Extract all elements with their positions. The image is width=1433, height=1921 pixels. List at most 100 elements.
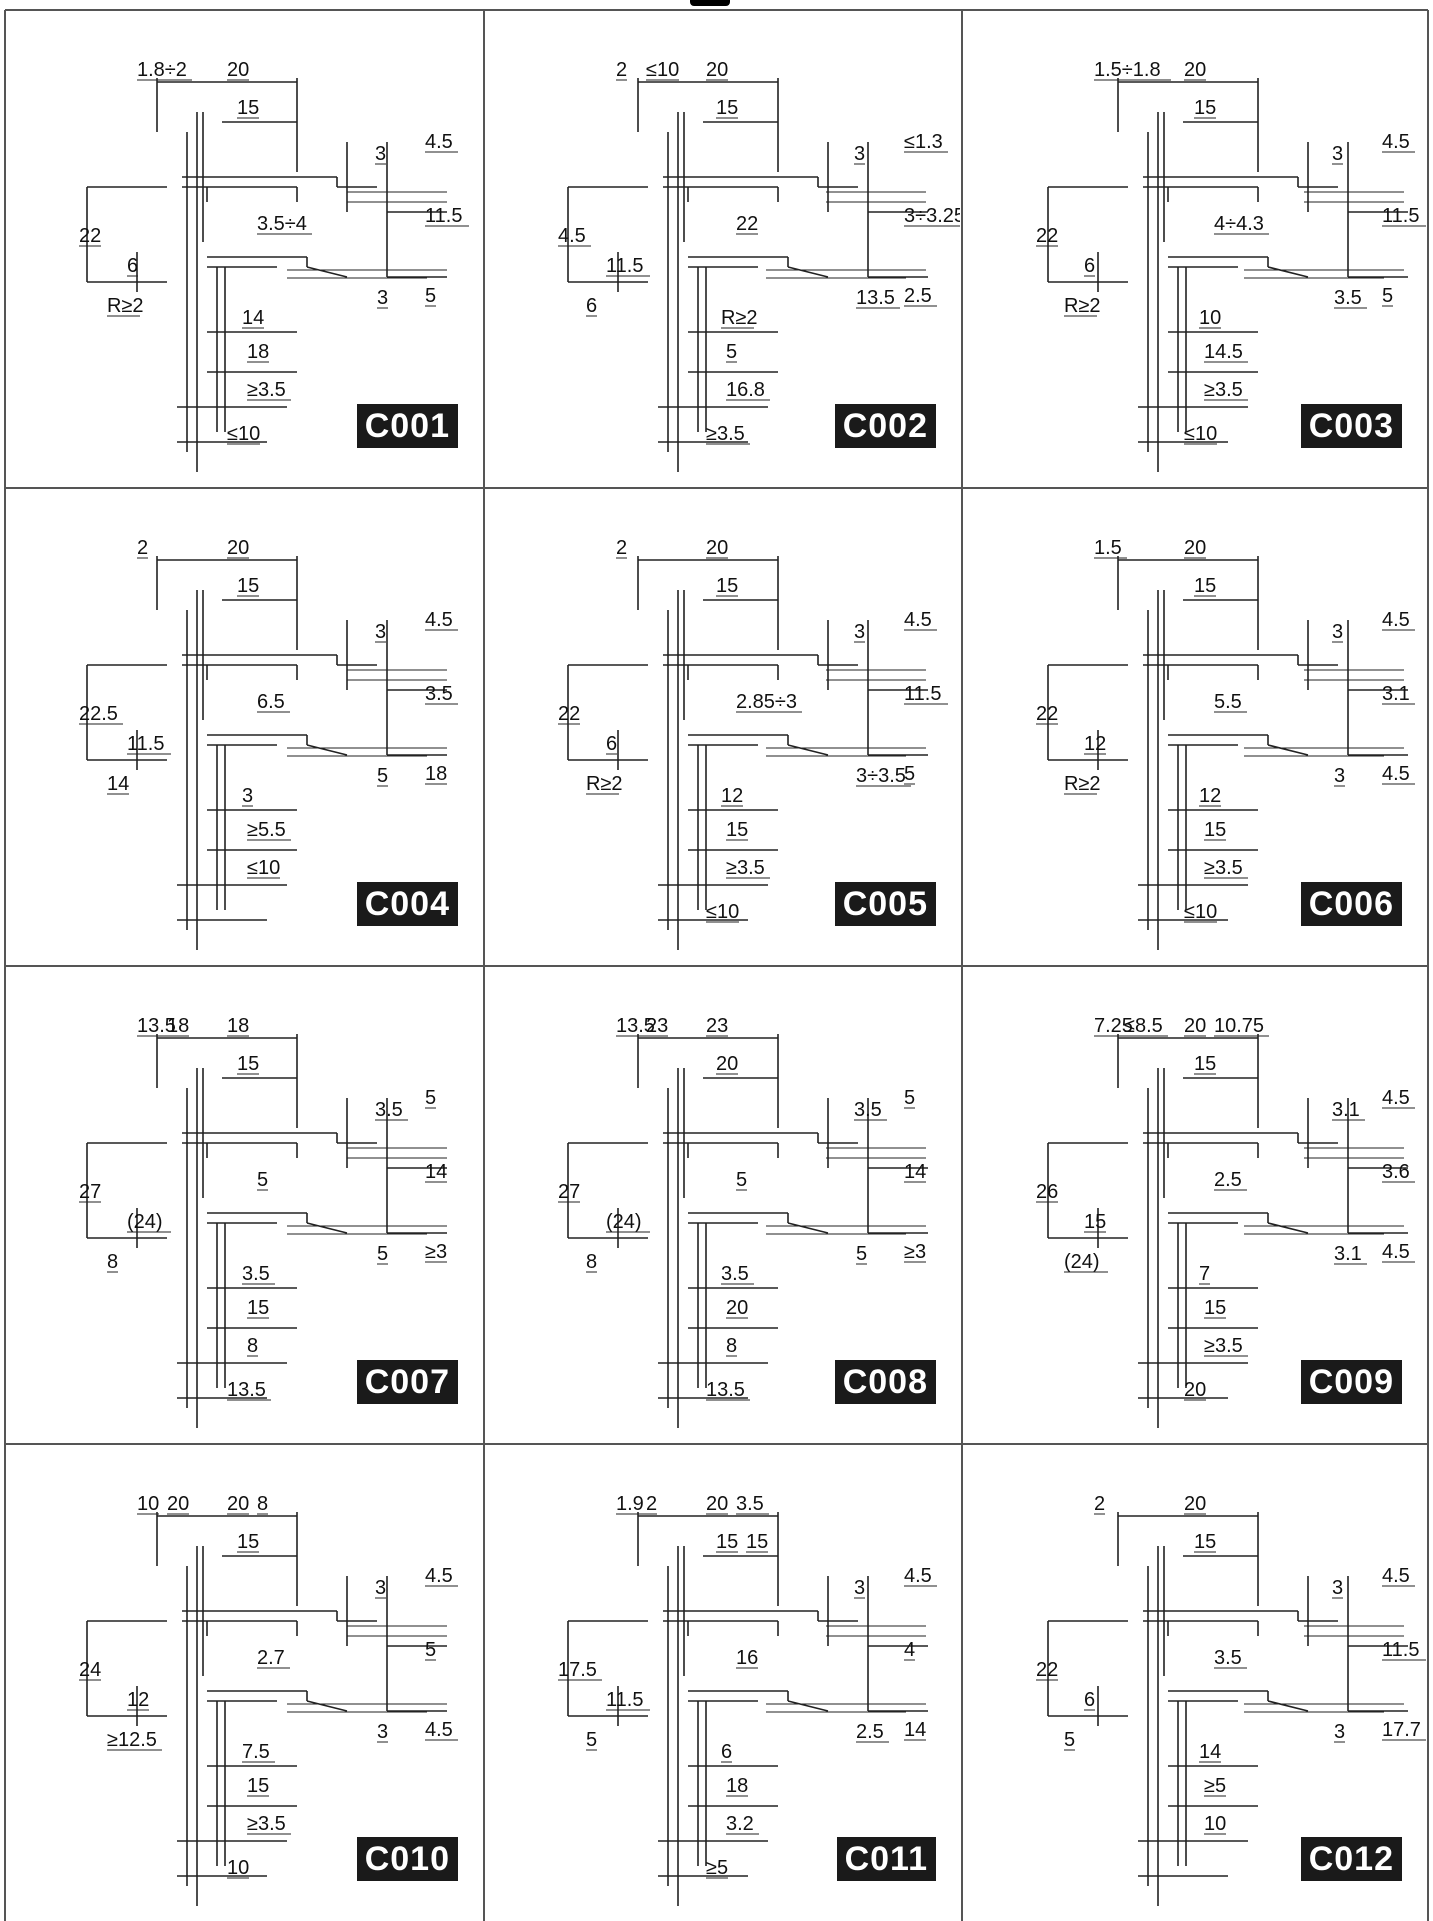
dimension-label: ≥12.5 bbox=[107, 1729, 157, 1751]
dimension-label: R≥2 bbox=[586, 773, 623, 795]
dimension-label: 5 bbox=[904, 763, 915, 785]
dimension-label: 12 bbox=[127, 1689, 149, 1711]
dimension-label: 17.7 bbox=[1382, 1719, 1421, 1741]
dimension-label: 2.7 bbox=[257, 1647, 285, 1669]
dimension-label: 3.1 bbox=[1382, 683, 1410, 705]
dimension-label: 5 bbox=[1382, 285, 1393, 307]
dimension-label: 5 bbox=[377, 765, 388, 787]
dimension-label: 8 bbox=[247, 1335, 258, 1357]
dimension-label: 5 bbox=[425, 1639, 436, 1661]
dimension-label: ≥5.5 bbox=[247, 819, 286, 841]
profile-code-badge: C003 bbox=[1300, 404, 1402, 448]
dimension-label: 4.5 bbox=[1382, 1087, 1410, 1109]
dimension-label: 5 bbox=[1064, 1729, 1075, 1751]
dimension-label: 2.5 bbox=[904, 285, 932, 307]
dimension-label: 5 bbox=[257, 1169, 268, 1191]
dimension-label: 11.5 bbox=[904, 683, 941, 705]
profile-drawing bbox=[86, 1034, 447, 1428]
dimension-label: ≤10 bbox=[706, 901, 739, 923]
profile-drawing bbox=[567, 78, 928, 472]
dimension-label: 4.5 bbox=[904, 1565, 932, 1587]
dimension-label: 18 bbox=[247, 341, 269, 363]
dimension-label: 20 bbox=[1184, 1379, 1206, 1401]
dimension-label: 10 bbox=[1204, 1813, 1226, 1835]
dimension-label: 15 bbox=[1204, 1297, 1226, 1319]
dimension-label: 11.5 bbox=[425, 205, 462, 227]
dimension-label: 3 bbox=[377, 287, 388, 309]
dimension-label: 13.5 bbox=[706, 1379, 745, 1401]
dimension-label: 5 bbox=[736, 1169, 747, 1191]
dimension-label: 4.5 bbox=[425, 1565, 453, 1587]
dimension-label: 1.8÷2 bbox=[137, 59, 187, 81]
dimension-label: 3.1 bbox=[1334, 1243, 1362, 1265]
profile-drawing bbox=[1047, 1034, 1408, 1428]
dimension-label: 3 bbox=[377, 1721, 388, 1743]
profile-drawing bbox=[86, 78, 447, 472]
dimension-label: ≥3.5 bbox=[726, 857, 765, 879]
dimension-label: 22.5 bbox=[79, 703, 118, 725]
dimension-label: 15 bbox=[1194, 575, 1216, 597]
dimension-label: 4.5 bbox=[1382, 131, 1410, 153]
profile-code-badge: C012 bbox=[1300, 1837, 1402, 1881]
profile-code-badge: C004 bbox=[356, 882, 458, 926]
dimension-label: 4.5 bbox=[1382, 763, 1410, 785]
dimension-label: 8 bbox=[726, 1335, 737, 1357]
dimension-label: 20 bbox=[716, 1053, 738, 1075]
dimension-label: 8 bbox=[107, 1251, 118, 1273]
dimension-label: 27 bbox=[79, 1181, 101, 1203]
dimension-label: 20 bbox=[726, 1297, 748, 1319]
dimension-label: 18 bbox=[726, 1775, 748, 1797]
dimension-label: 20 bbox=[706, 1493, 728, 1515]
dimension-label: 3.5 bbox=[721, 1263, 749, 1285]
dimension-label: 6 bbox=[1084, 1689, 1095, 1711]
dimension-label: 4.5 bbox=[425, 1719, 453, 1741]
dimension-label: 3÷3.5 bbox=[856, 765, 906, 787]
dimension-label: 3.5÷4 bbox=[257, 213, 307, 235]
dimension-label: 8 bbox=[586, 1251, 597, 1273]
dimension-label: 23 bbox=[646, 1015, 668, 1037]
dimension-label: 18 bbox=[227, 1015, 249, 1037]
dimension-label: R≥2 bbox=[1064, 773, 1101, 795]
dimension-label: 27 bbox=[558, 1181, 580, 1203]
dimension-label: 7 bbox=[1199, 1263, 1210, 1285]
dimension-label: 20 bbox=[167, 1493, 189, 1515]
dimension-label: 26 bbox=[1036, 1181, 1058, 1203]
dimension-label: 15 bbox=[247, 1775, 269, 1797]
dimension-label: R≥2 bbox=[107, 295, 144, 317]
dimension-label: 15 bbox=[716, 97, 738, 119]
dimension-label: 3.5 bbox=[736, 1493, 764, 1515]
dimension-label: 10 bbox=[227, 1857, 249, 1879]
dimension-label: 6 bbox=[1084, 255, 1095, 277]
dimension-label: ≤10 bbox=[247, 857, 280, 879]
dimension-label: 16.8 bbox=[726, 379, 765, 401]
dimension-label: 5 bbox=[586, 1729, 597, 1751]
dimension-label: ≥3.5 bbox=[247, 1813, 286, 1835]
dimension-label: 14 bbox=[904, 1719, 926, 1741]
dimension-label: 11.5 bbox=[606, 1689, 643, 1711]
grid-line bbox=[5, 487, 1428, 489]
dimension-label: 15 bbox=[716, 1531, 738, 1553]
dimension-label: 12 bbox=[1084, 733, 1106, 755]
profile-drawing bbox=[567, 556, 928, 950]
dimension-label: 20 bbox=[227, 1493, 249, 1515]
dimension-label: 20 bbox=[706, 59, 728, 81]
dimension-label: 4.5 bbox=[558, 225, 586, 247]
dimension-label: 20 bbox=[1184, 59, 1206, 81]
profile-drawing bbox=[1047, 556, 1408, 950]
dimension-label: 14.5 bbox=[1204, 341, 1243, 363]
dimension-label: 5 bbox=[425, 1087, 436, 1109]
dimension-label: 20 bbox=[1184, 1015, 1206, 1037]
dimension-label: 1.5 bbox=[1094, 537, 1122, 559]
dimension-label: ≤8.5 bbox=[1124, 1015, 1163, 1037]
